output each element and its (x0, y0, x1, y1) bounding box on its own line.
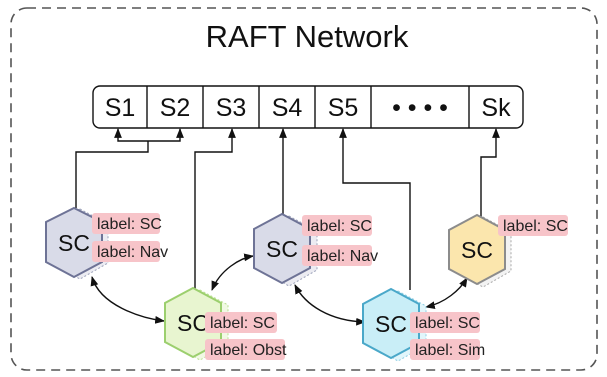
node-label: SC (58, 230, 90, 256)
ledger: S1 S2 S3 S4 S5 • • • • Sk (92, 85, 524, 129)
ledger-slot-sk: Sk (481, 94, 511, 122)
connector-branch-s2 (148, 128, 184, 142)
node-label: SC (177, 310, 209, 336)
tag-label: label: Sim (415, 342, 485, 359)
connector-node4-s5 (339, 128, 411, 290)
ledger-frame (92, 85, 524, 129)
diagram-title: RAFT Network (206, 19, 409, 54)
sc-node-4: SC label: SC label: Sim (362, 287, 485, 362)
connector-branch-s1 (114, 128, 148, 142)
tag-label: label: SC (307, 218, 372, 235)
tag-label: label: SC (503, 218, 568, 235)
ledger-slot-s2: S2 (160, 94, 191, 122)
network-boundary (10, 7, 598, 371)
sc-node-2: SC label: SC label: Obst (164, 286, 287, 361)
hexagon (362, 287, 420, 360)
ledger-slot-s3: S3 (216, 94, 247, 122)
node-label: SC (461, 237, 493, 263)
tag-highlight (302, 245, 372, 266)
peer-link-2-4 (294, 284, 366, 326)
ledger-slot-ellipsis: • • • • (392, 94, 448, 122)
ledger-slot-s1: S1 (105, 94, 136, 122)
ledger-slot-s4: S4 (272, 94, 303, 122)
tag-highlight (410, 339, 480, 360)
tag-label: label: Nav (97, 244, 168, 261)
peer-link-2-3 (211, 253, 254, 291)
tag-label: label: Obst (210, 342, 287, 359)
tag-label: label: SC (97, 216, 162, 233)
tag-highlight (302, 215, 372, 236)
connector-node2-s3 (194, 128, 236, 290)
sc-node-5: SC label: SC (448, 213, 568, 288)
connector-node5-sk (480, 128, 500, 218)
peer-link-1-2 (90, 276, 165, 324)
node-label: SC (266, 236, 298, 262)
node-label: SC (375, 311, 407, 337)
sc-node-1: SC label: SC label: Nav (45, 206, 168, 280)
tag-label: label: SC (210, 315, 275, 332)
tag-highlight (410, 312, 480, 333)
tag-highlight (92, 241, 160, 262)
tag-label: label: Nav (307, 248, 378, 265)
tag-highlight (498, 215, 568, 236)
tag-label: label: SC (415, 315, 480, 332)
tag-highlight (92, 213, 160, 234)
ledger-slot-s5: S5 (328, 94, 359, 122)
peer-link-4-5 (425, 277, 468, 310)
sc-node-3: SC label: SC label: Nav (253, 212, 378, 287)
tag-highlight (205, 339, 285, 360)
tag-highlight (205, 312, 277, 333)
connector-node1-ledger (75, 141, 149, 208)
